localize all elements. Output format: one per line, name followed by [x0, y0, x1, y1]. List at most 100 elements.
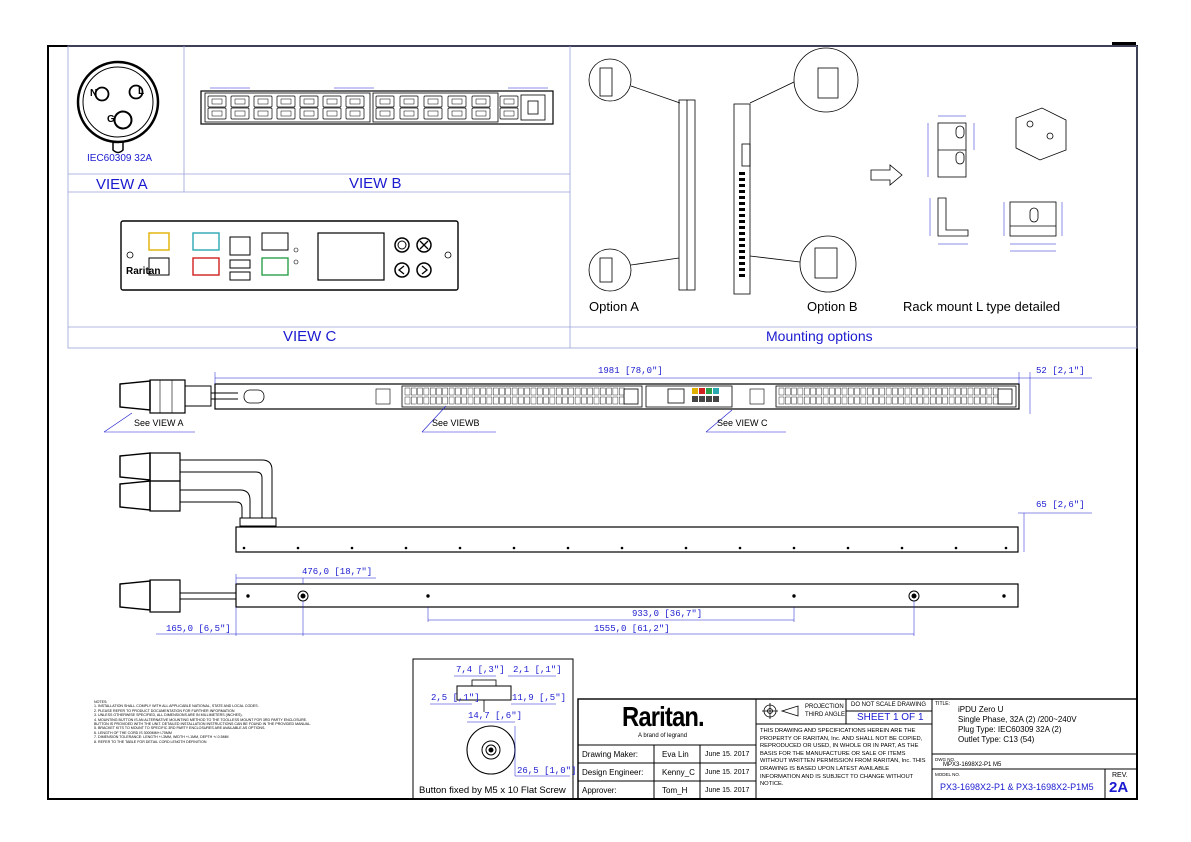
- see-view-a: See VIEW A: [134, 418, 184, 428]
- front-outlet: [530, 387, 537, 396]
- view-b-title: VIEW B: [349, 175, 402, 192]
- front-outlet: [879, 387, 885, 396]
- front-outlet: [848, 387, 854, 396]
- front-outlet: [923, 387, 930, 396]
- front-outlet: [917, 387, 923, 396]
- side-fastener: [684, 546, 688, 550]
- outlet-slot: [739, 268, 745, 271]
- front-outlet: [854, 396, 860, 405]
- outlet-slot: [739, 214, 745, 217]
- outlet-c13: [322, 107, 342, 120]
- reference-leaders: [103, 405, 786, 433]
- outlet-c13-socket: [403, 110, 415, 117]
- row-name: Kenny_C: [662, 768, 695, 777]
- outlet-c13: [423, 95, 443, 108]
- front-outlet: [562, 387, 568, 396]
- side-fastener: [242, 546, 246, 550]
- front-outlet: [879, 396, 885, 405]
- front-outlet: [898, 396, 904, 405]
- mounting-option-a: [588, 58, 696, 292]
- front-outlet: [442, 387, 448, 396]
- front-outlet: [430, 387, 436, 396]
- front-outlet: [961, 396, 967, 405]
- front-outlet: [804, 396, 810, 405]
- outlet-c13: [471, 107, 491, 120]
- front-outlet: [537, 396, 543, 405]
- outlet-c13: [423, 107, 443, 120]
- row-role: Design Engineer:: [582, 768, 644, 777]
- outlet-c13-socket: [211, 98, 223, 105]
- front-outlet: [873, 396, 879, 405]
- pin-g-label: G: [107, 114, 115, 125]
- front-outlet: [986, 396, 993, 405]
- front-outlet: [455, 396, 461, 405]
- outlet-c13-socket: [234, 110, 246, 117]
- front-outlet: [829, 387, 835, 396]
- option-b-outlets: [739, 172, 745, 277]
- outlet-slot: [739, 232, 745, 235]
- outlet-c13: [375, 107, 395, 120]
- front-outlet: [822, 387, 829, 396]
- side-fastener: [620, 546, 624, 550]
- front-outlet: [835, 396, 841, 405]
- front-outlet: [530, 396, 537, 405]
- control-panel-view-c: [120, 220, 459, 291]
- front-outlet: [993, 387, 999, 396]
- pin-l-label: L: [138, 86, 145, 97]
- front-outlet: [892, 387, 898, 396]
- row-role: Approver:: [582, 786, 617, 795]
- front-outlet: [474, 387, 480, 396]
- outlet-c13: [447, 95, 467, 108]
- front-outlet: [404, 396, 411, 405]
- raritan-tagline: A brand of legrand: [638, 733, 688, 739]
- option-a-label: Option A: [589, 299, 639, 314]
- plug-standard-label: IEC60309 32A: [87, 153, 153, 164]
- dwg-number: MPX3-1698X2-P1 M5: [943, 762, 1002, 768]
- front-outlet: [955, 396, 961, 405]
- front-outlet: [980, 387, 986, 396]
- side-fastener: [954, 546, 958, 550]
- front-outlet: [892, 396, 898, 405]
- outlet-c13: [253, 107, 273, 120]
- outlet-c13: [322, 95, 342, 108]
- front-outlet: [797, 396, 804, 405]
- front-outlet: [948, 396, 955, 405]
- rev-label: REV.: [1112, 772, 1128, 779]
- front-outlet: [587, 396, 593, 405]
- outlet-slot: [739, 172, 745, 175]
- front-outlet: [600, 396, 606, 405]
- outlet-c13-socket: [280, 110, 292, 117]
- front-outlet: [474, 396, 480, 405]
- title-line: Single Phase, 32A (2) /200~240V: [958, 715, 1077, 724]
- side-fastener: [792, 546, 796, 550]
- pdu-front-elevation: [119, 379, 1020, 414]
- outlet-c13: [345, 107, 365, 120]
- front-panel-ports: [692, 388, 719, 402]
- front-outlet: [841, 396, 848, 405]
- outlet-c13-socket: [234, 98, 246, 105]
- dim-165: 165,0 [6,5"]: [166, 624, 231, 634]
- outlet-slot: [739, 178, 745, 181]
- outlet-c13-socket: [475, 110, 487, 117]
- outlet-strip-view-b: [200, 90, 554, 125]
- outlet-slot: [739, 256, 745, 259]
- dim-476: 476,0 [18,7"]: [302, 567, 373, 577]
- row-date: June 15. 2017: [705, 751, 750, 758]
- outlet-slot: [739, 244, 745, 247]
- btn-dim-147: 14,7 [,6"]: [468, 711, 523, 721]
- disclaimer: THIS DRAWING AND SPECIFICATIONS HEREIN A…: [760, 728, 926, 788]
- front-outlet: [524, 387, 530, 396]
- outlet-c13-socket: [451, 98, 463, 105]
- outlet-c13: [299, 107, 319, 120]
- raritan-logo: Raritan.: [622, 701, 705, 732]
- dim-depth: 65 [2,6"]: [1036, 500, 1085, 510]
- outlet-c13-socket: [257, 110, 269, 117]
- front-outlet: [574, 396, 581, 405]
- outlet-slot: [739, 190, 745, 193]
- button-detail: [412, 658, 574, 800]
- front-outlet: [411, 387, 417, 396]
- row-name: Eva Lin: [662, 750, 689, 759]
- front-outlet: [785, 387, 791, 396]
- projection-symbol: [762, 703, 799, 719]
- front-outlet: [423, 396, 430, 405]
